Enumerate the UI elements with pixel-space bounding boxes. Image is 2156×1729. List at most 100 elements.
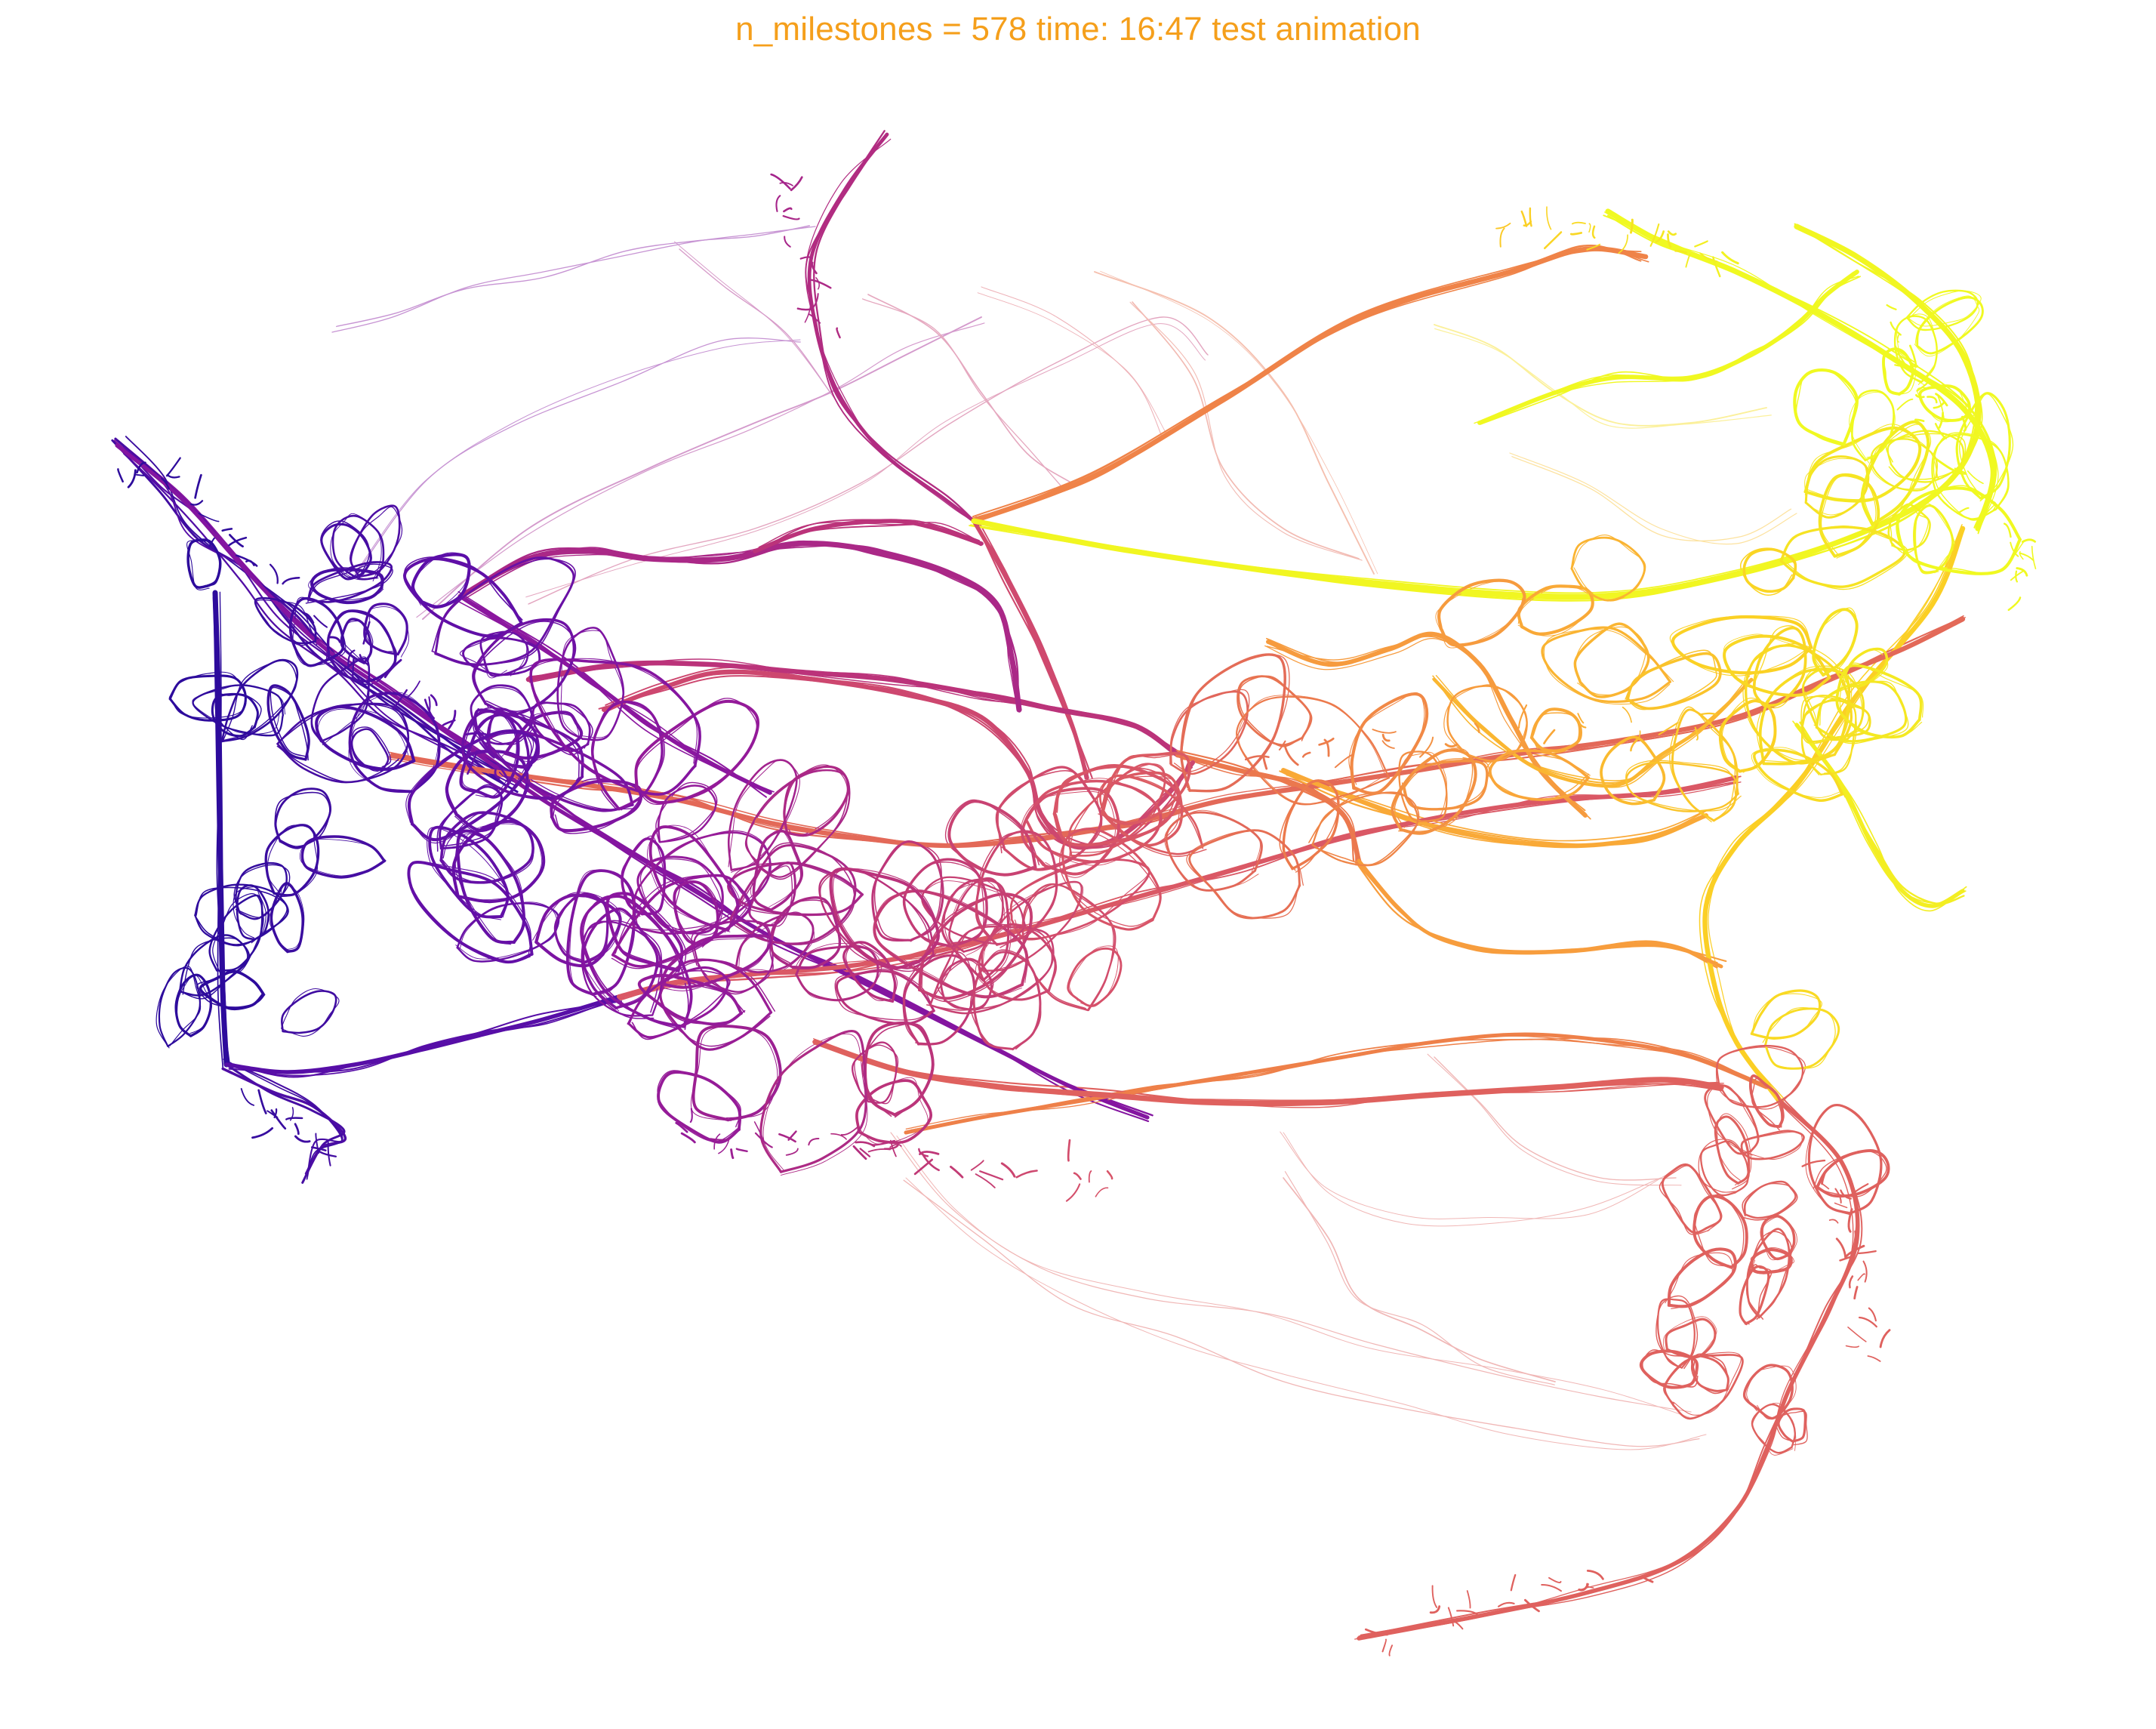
trunk-edge <box>458 594 772 795</box>
milestone-spike <box>165 457 181 477</box>
milestone-spike <box>1853 1286 1859 1300</box>
branch-strand <box>221 1067 347 1176</box>
faint-edge <box>1434 324 1767 427</box>
mesh-loop <box>281 990 337 1034</box>
milestone-spike <box>808 313 821 324</box>
milestone-spike <box>427 696 431 717</box>
faint-edge <box>1100 270 1378 575</box>
mesh-loop <box>972 951 1042 1051</box>
milestone-spike <box>1015 1170 1038 1179</box>
mesh-loop <box>1529 707 1582 753</box>
mesh-strand <box>348 692 439 791</box>
milestone-spike <box>1571 221 1586 225</box>
milestone-spike <box>1961 415 1967 432</box>
mesh-loop <box>1600 735 1666 806</box>
milestone-spike <box>1067 1139 1071 1162</box>
bundled-edge <box>1360 1105 1854 1636</box>
milestone-spike <box>713 1133 721 1150</box>
faint-edge <box>1283 1132 1662 1227</box>
milestone-spike <box>1862 1260 1868 1283</box>
milestone-spike <box>1667 230 1677 236</box>
milestone-spike <box>1381 733 1391 742</box>
bundled-edge <box>1704 525 1963 1101</box>
mesh-loop <box>1753 748 1843 802</box>
milestone-spike <box>136 461 146 474</box>
milestone-spike <box>1088 1170 1092 1183</box>
trunk-edges <box>115 132 1996 1641</box>
mesh-loop <box>1625 761 1739 812</box>
mesh-loop <box>611 874 752 968</box>
mesh-loop <box>648 825 740 932</box>
mesh-loop <box>581 920 663 1017</box>
bundled-edge <box>1354 861 1718 964</box>
milestone-spike <box>1283 744 1299 766</box>
milestone-spike <box>975 1173 996 1188</box>
trunk-edge <box>812 1039 1724 1106</box>
milestone-spike <box>1073 1172 1082 1180</box>
mesh-loop <box>434 556 575 667</box>
bundled-edge <box>1481 276 1859 424</box>
milestone-spike <box>1967 470 1984 485</box>
mesh-loop <box>565 869 636 996</box>
loop-edges <box>158 289 2022 1454</box>
milestone-spike <box>1951 472 1967 475</box>
milestone-spike <box>1699 712 1717 716</box>
mesh-loop <box>1742 1364 1794 1420</box>
mesh-loop <box>1748 1074 1785 1128</box>
milestone-spike <box>1699 252 1718 263</box>
milestone-spike <box>889 1144 902 1148</box>
mesh-loop <box>1704 1083 1760 1155</box>
trunk-edge <box>972 519 1089 780</box>
milestone-spike <box>359 654 369 665</box>
mesh-loop <box>1021 883 1116 1012</box>
milestone-spike <box>1495 222 1511 230</box>
milestone-spike <box>1640 1575 1654 1583</box>
faint-edge <box>1509 452 1797 545</box>
mesh-loop <box>1764 1007 1840 1070</box>
mesh-loop <box>456 829 525 945</box>
mesh-loop <box>978 923 1057 1001</box>
mesh-loop <box>1918 384 1972 422</box>
mesh-loop <box>1800 695 1857 775</box>
mesh-loop <box>199 969 265 1011</box>
milestone-spike <box>1546 206 1552 230</box>
figure-title: n_milestones = 578 time: 16:47 test anim… <box>735 11 1421 48</box>
milestone-spike <box>251 1126 274 1139</box>
milestone-spike <box>127 469 137 488</box>
milestone-spike <box>1543 729 1556 744</box>
milestone-spike <box>294 1123 300 1136</box>
milestone-spike <box>465 732 488 736</box>
milestone-spike <box>918 1148 929 1157</box>
mesh-loop <box>1749 1248 1793 1274</box>
mesh-loop <box>1800 699 1871 743</box>
milestone-spike <box>855 1141 876 1148</box>
mesh-strand <box>1575 626 1646 695</box>
mesh-strand <box>156 965 202 1049</box>
mesh-loop <box>1743 1180 1797 1219</box>
trunk-edge <box>1794 723 1965 908</box>
milestone-spike <box>783 207 793 213</box>
milestone-spike <box>1867 1355 1881 1362</box>
milestone-spike <box>1916 380 1930 392</box>
milestone-spike <box>352 655 356 679</box>
mesh-loop <box>461 710 584 800</box>
milestone-spike <box>329 636 341 643</box>
milestone-spike <box>1541 1583 1562 1592</box>
bundled-edge <box>598 675 1194 846</box>
bundled-edge <box>223 997 618 1077</box>
faint-edge <box>903 1179 1700 1447</box>
mesh-loop <box>1690 1355 1729 1392</box>
milestone-spike <box>1895 347 1915 363</box>
mesh-loop <box>1742 547 1797 593</box>
milestone-spike <box>1622 706 1632 723</box>
milestone-spike <box>1821 1183 1830 1190</box>
mesh-loop <box>1835 664 1923 739</box>
bundled-edge <box>1286 774 1705 842</box>
milestone-spike <box>221 528 233 532</box>
mesh-loop <box>1437 578 1526 647</box>
milestone-spike <box>1821 1172 1826 1185</box>
mesh-loop <box>1714 1115 1751 1185</box>
mesh-loop <box>178 934 251 997</box>
mesh-loop <box>1807 1104 1883 1215</box>
mesh-loop <box>581 908 659 1009</box>
